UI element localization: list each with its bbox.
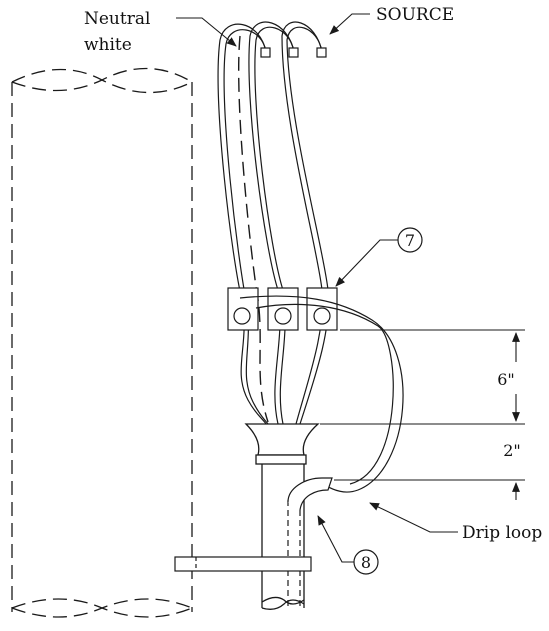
conductor-2 bbox=[248, 21, 295, 425]
conductor-1-inner bbox=[223, 29, 269, 425]
drip-cable-a bbox=[239, 295, 404, 493]
conductor-3-inner bbox=[286, 26, 330, 425]
callout-7-number: 7 bbox=[405, 231, 415, 250]
weatherhead-hood bbox=[244, 423, 320, 456]
neutral-leader bbox=[176, 17, 237, 47]
source-label: SOURCE bbox=[376, 5, 454, 25]
conduit-break bbox=[261, 596, 305, 605]
pole bbox=[11, 67, 193, 618]
callout-7-leader bbox=[335, 239, 398, 287]
bend-elbow bbox=[287, 477, 333, 511]
neutral-label-line2: white bbox=[84, 35, 132, 55]
source-terminals bbox=[260, 47, 327, 58]
drip-loop-label: Drip loop bbox=[462, 523, 542, 543]
conductor-3 bbox=[281, 21, 324, 425]
service-entrance-bend bbox=[287, 477, 333, 608]
insulator-clamps bbox=[227, 287, 338, 331]
drip-loop-leader bbox=[369, 502, 458, 533]
conduit-break-lower bbox=[261, 599, 305, 610]
weatherhead bbox=[244, 423, 320, 465]
pole-bottom-curve-back bbox=[11, 598, 193, 618]
terminal-1 bbox=[260, 47, 271, 58]
callout-8-leader bbox=[317, 515, 354, 563]
conductor-2-inner bbox=[254, 26, 295, 425]
callout-7-circle bbox=[397, 227, 423, 253]
neutral-label-line1: Neutral bbox=[84, 9, 150, 29]
pole-top-curve-back bbox=[11, 67, 193, 92]
neutral-conductor bbox=[238, 35, 269, 423]
mounting-bracket bbox=[174, 556, 312, 572]
dimension-2-label: 2" bbox=[503, 441, 521, 460]
source-leader bbox=[329, 13, 370, 35]
conductor-1 bbox=[217, 23, 267, 425]
drip-cable-b bbox=[255, 303, 394, 485]
terminal-2 bbox=[288, 47, 299, 58]
insulator-3-hole bbox=[313, 307, 331, 325]
leader-lines bbox=[176, 13, 458, 563]
callout-8-circle bbox=[353, 549, 379, 575]
dimension-lines bbox=[320, 329, 525, 500]
drip-loop-cable bbox=[239, 295, 404, 493]
terminal-3 bbox=[316, 47, 327, 58]
insulator-1-hole bbox=[233, 307, 251, 325]
bracket-bar bbox=[174, 556, 312, 572]
callout-8-number: 8 bbox=[361, 553, 371, 572]
conductors bbox=[217, 21, 330, 425]
dimension-6-label: 6" bbox=[497, 370, 515, 389]
weatherhead-band bbox=[255, 454, 307, 465]
insulator-2-hole bbox=[274, 307, 292, 325]
